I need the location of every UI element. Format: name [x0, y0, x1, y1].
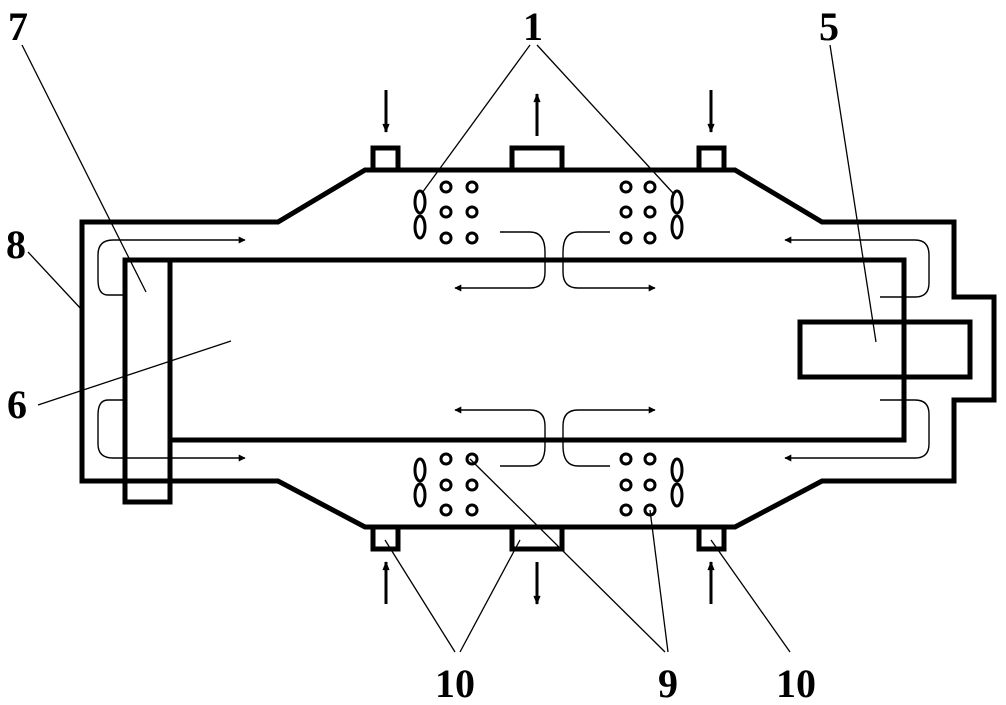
leader-10-left-b [459, 539, 521, 653]
top-port-center [509, 145, 565, 173]
left-block [122, 257, 173, 505]
coil-group-top-left [413, 180, 479, 245]
label-10-left: 10 [435, 661, 475, 705]
flow-top-center-left [454, 231, 546, 292]
flow-bottom-center-right [562, 406, 656, 467]
flow-top-right-loop [784, 236, 930, 298]
outer-housing [79, 167, 997, 530]
leader-1-left [421, 44, 531, 194]
label-6: 6 [7, 382, 27, 427]
coil-group-top-right [619, 180, 684, 245]
inner-tube [170, 257, 907, 443]
coil-group-bottom-left [413, 452, 479, 517]
label-1: 1 [523, 4, 543, 49]
bottom-port-center [509, 524, 565, 552]
flow-bottom-center-left [454, 406, 546, 467]
top-port-left [370, 145, 401, 173]
label-9: 9 [658, 661, 678, 705]
flow-top-center-right [562, 231, 656, 292]
leader-6 [37, 340, 232, 406]
top-port-right [696, 145, 727, 173]
label-8: 8 [6, 222, 26, 267]
coil-group-bottom-right [619, 452, 684, 517]
label-7: 7 [8, 4, 28, 49]
flow-top-left-loop [97, 236, 246, 296]
leader-7 [21, 44, 147, 293]
bottom-port-right [696, 524, 727, 552]
right-block [797, 319, 973, 380]
flow-bottom-left-loop [97, 399, 246, 462]
label-5: 5 [819, 4, 839, 49]
leader-9-right [649, 509, 669, 653]
flow-bottom-right-loop [784, 399, 930, 462]
label-10-right: 10 [776, 661, 816, 705]
leader-8 [27, 251, 83, 311]
leader-10-right [710, 539, 791, 653]
leader-10-left-a [384, 539, 456, 653]
leader-1-right [536, 44, 674, 194]
leader-5 [829, 44, 877, 343]
leader-9-left [469, 458, 666, 653]
bottom-port-left [370, 524, 401, 552]
